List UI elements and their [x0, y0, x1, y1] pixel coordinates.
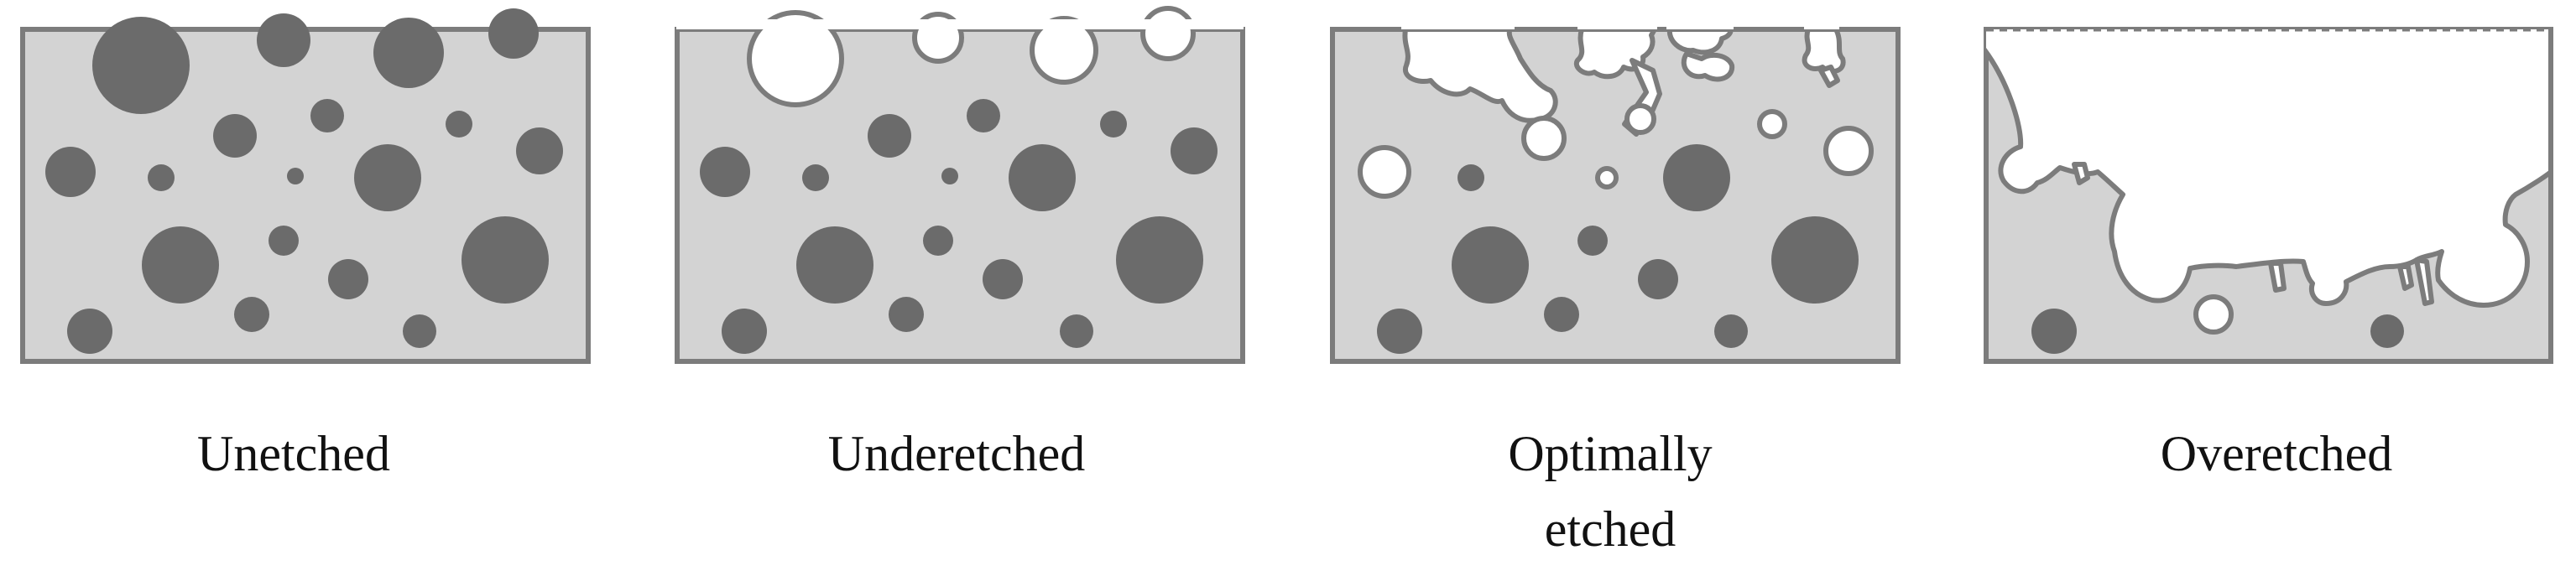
panel-label-unetched: Unetched — [197, 426, 390, 481]
panel-label-overetched: Overetched — [2160, 426, 2393, 481]
surface-opening — [1577, 19, 1657, 29]
surface-opening — [1804, 19, 1839, 29]
removed-top-outline — [1986, 27, 2553, 172]
particles — [45, 8, 563, 354]
surface-opening — [1401, 19, 1515, 29]
panel-optimally-etched — [1330, 19, 1901, 364]
etched-voids — [1986, 29, 2551, 335]
panel-underetched — [675, 6, 1245, 364]
panel-label-optimally-etched: Optimally etched — [1508, 426, 1713, 557]
matrix-block — [1330, 27, 1901, 364]
etched-voids — [1358, 27, 1874, 199]
particles — [1377, 144, 1859, 354]
particles — [700, 99, 1218, 354]
panel-label-underetched: Underetched — [827, 426, 1086, 481]
surface-pits — [747, 6, 1196, 107]
particles — [2031, 309, 2404, 354]
surface-opening — [1666, 19, 1734, 29]
panel-unetched — [20, 8, 591, 364]
panel-overetched — [1984, 27, 2553, 364]
surface-opening — [676, 19, 1244, 29]
